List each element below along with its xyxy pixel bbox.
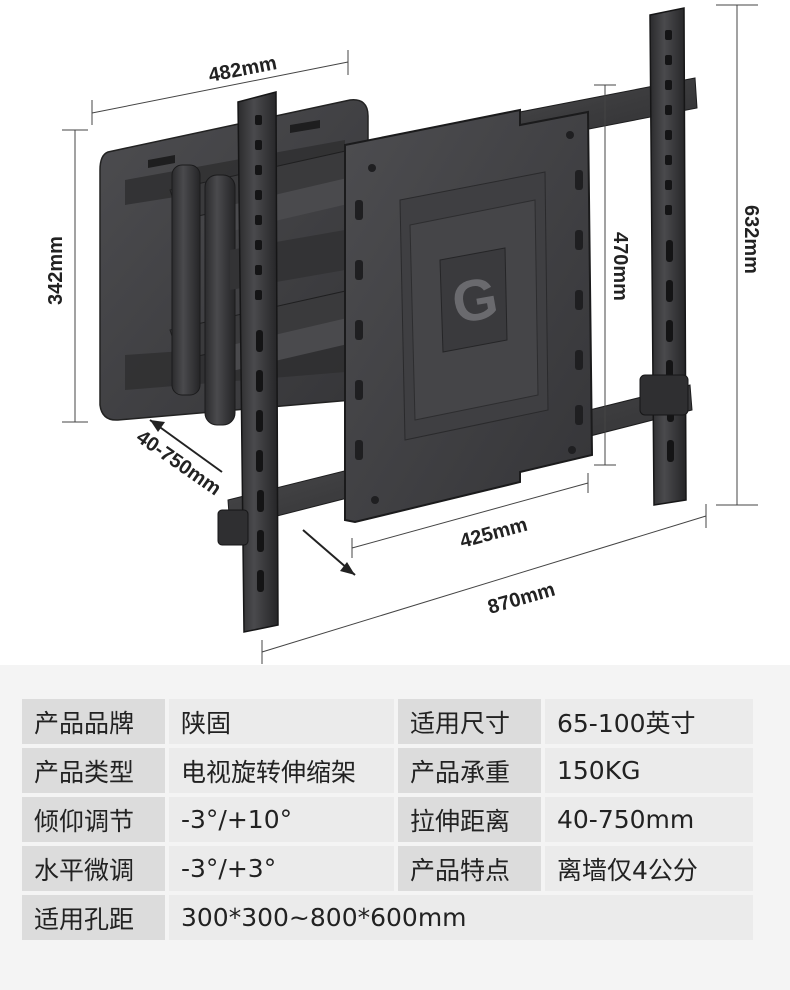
spec-row: 产品类型 电视旋转伸缩架 产品承重 150KG [22, 748, 753, 793]
spec-label: 适用孔距 [22, 895, 165, 940]
dim-plate-height: 470mm [609, 232, 631, 301]
extension-arrows [149, 419, 356, 576]
spec-value: 电视旋转伸缩架 [169, 748, 394, 793]
spec-label: 产品类型 [22, 748, 165, 793]
spec-value: 300*300~800*600mm [169, 895, 753, 940]
spec-section: 产品品牌 陕固 适用尺寸 65-100英寸 产品类型 电视旋转伸缩架 产品承重 … [0, 665, 790, 990]
spec-label: 适用尺寸 [398, 699, 541, 744]
spec-label: 产品承重 [398, 748, 541, 793]
spec-row: 水平微调 -3°/+3° 产品特点 离墙仅4公分 [22, 846, 753, 891]
vertical-rail-right [639, 7, 689, 506]
spec-table: 产品品牌 陕固 适用尺寸 65-100英寸 产品类型 电视旋转伸缩架 产品承重 … [18, 695, 757, 944]
spec-row: 倾仰调节 -3°/+10° 拉伸距离 40-750mm [22, 797, 753, 842]
spec-label: 产品品牌 [22, 699, 165, 744]
vesa-plate: G [344, 108, 594, 524]
spec-label: 水平微调 [22, 846, 165, 891]
spec-label: 产品特点 [398, 846, 541, 891]
dim-total-height: 632mm [740, 205, 762, 274]
spec-value: 65-100英寸 [545, 699, 753, 744]
dim-width-top: 482mm [207, 52, 279, 87]
spec-row: 适用孔距 300*300~800*600mm [22, 895, 753, 940]
spec-value: 150KG [545, 748, 753, 793]
dim-height-left: 342mm [45, 236, 67, 305]
product-figure: G [45, 4, 762, 664]
dim-plate-width: 425mm [458, 514, 530, 553]
vertical-rail-left [217, 91, 279, 633]
dim-total-width: 870mm [485, 579, 557, 619]
spec-value: 40-750mm [545, 797, 753, 842]
brand-logo-letter: G [447, 265, 503, 337]
spec-row: 产品品牌 陕固 适用尺寸 65-100英寸 [22, 699, 753, 744]
spec-value: 陕固 [169, 699, 394, 744]
spec-label: 拉伸距离 [398, 797, 541, 842]
spec-value: 离墙仅4公分 [545, 846, 753, 891]
spec-value: -3°/+3° [169, 846, 394, 891]
spec-value: -3°/+10° [169, 797, 394, 842]
spec-label: 倾仰调节 [22, 797, 165, 842]
bracket-illustration: G [45, 4, 762, 664]
dimension-lines [62, 4, 758, 664]
